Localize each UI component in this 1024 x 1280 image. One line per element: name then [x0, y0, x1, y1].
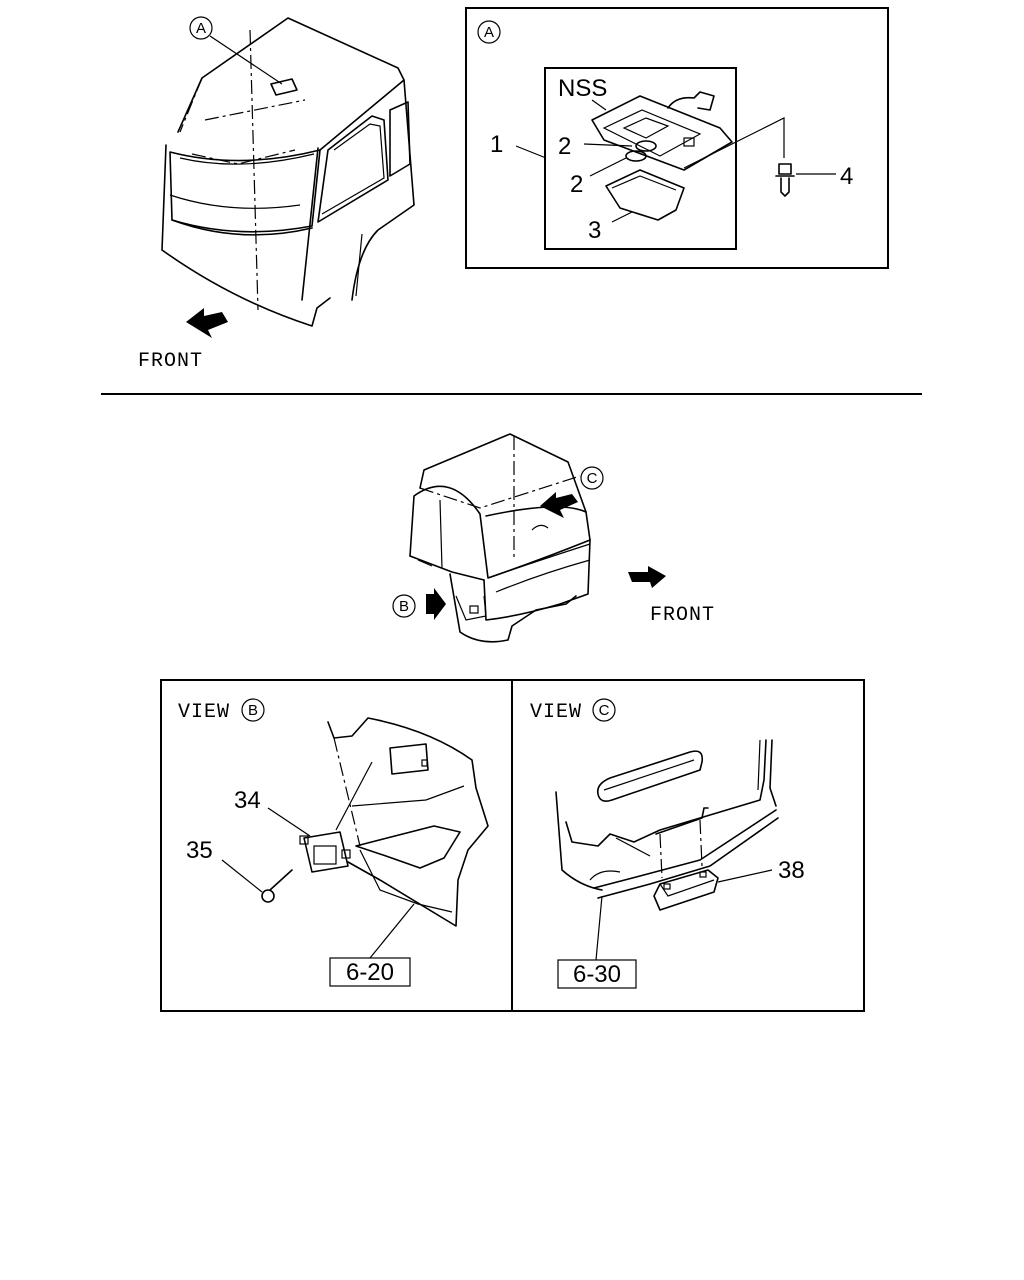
front-label-top: FRONT: [138, 350, 203, 373]
flasher-unit-icon: [299, 831, 351, 873]
part-1-label: 1: [490, 131, 503, 158]
part-38-label: 38: [778, 857, 805, 884]
front-arrow-icon: [628, 566, 666, 588]
part-2-label-upper: 2: [558, 133, 571, 160]
marker-circle-icon: [592, 698, 616, 722]
cab-marker-a: A: [196, 20, 206, 37]
screw-icon: [261, 869, 293, 903]
view-c-panel: VIEW C 38 6-30: [530, 698, 805, 989]
marker-c: C: [587, 470, 598, 487]
front-arrow-top: FRONT: [138, 308, 228, 373]
front-arrow-middle: FRONT: [628, 566, 715, 627]
marker-b: B: [399, 598, 409, 615]
view-b-arrow-icon: [426, 588, 446, 620]
bulb-icon: [625, 150, 647, 162]
marker-circle-icon: [580, 466, 604, 490]
bulb-icon: [635, 140, 657, 152]
ref-box-c: [557, 959, 637, 989]
detail-marker-a: A: [484, 24, 494, 41]
screw-icon: [775, 163, 795, 197]
view-c-marker: C: [599, 702, 610, 719]
cab-rear-view: C B: [392, 433, 604, 643]
ref-6-30: 6-30: [573, 961, 621, 988]
ref-box-b: [329, 957, 411, 987]
part-3-label: 3: [588, 217, 601, 244]
marker-circle-icon: [189, 16, 213, 40]
front-label-middle: FRONT: [650, 604, 715, 627]
ref-6-20: 6-20: [346, 959, 394, 986]
lamp-lens-icon: [605, 169, 685, 221]
view-b-panel: VIEW B 34 35 6-20: [178, 698, 489, 987]
marker-circle-icon: [477, 20, 501, 44]
part-4-label: 4: [840, 163, 853, 190]
roof-lamp-location-icon: [270, 78, 298, 96]
marker-circle-icon: [392, 594, 416, 618]
view-b-marker: B: [248, 702, 258, 719]
assembly-box: [544, 67, 737, 250]
detail-a-frame: [465, 7, 889, 269]
lamp-base-icon: [591, 95, 733, 171]
view-b-title: VIEW: [178, 701, 230, 724]
detail-a-panel: A NSS 1 2 2 3 4: [465, 7, 889, 269]
view-c-title: VIEW: [530, 701, 582, 724]
cab-perspective-top: A: [161, 16, 415, 327]
marker-lamp-icon: [653, 869, 719, 911]
view-c-arrow-icon: [540, 492, 578, 518]
front-arrow-icon: [186, 308, 228, 338]
nss-label: NSS: [558, 75, 607, 102]
part-34-label: 34: [234, 787, 261, 814]
part-35-label: 35: [186, 837, 213, 864]
part-2-label-lower: 2: [570, 171, 583, 198]
marker-circle-icon: [241, 698, 265, 722]
